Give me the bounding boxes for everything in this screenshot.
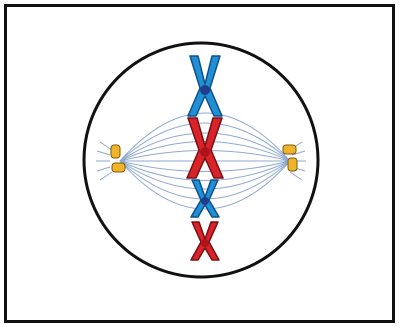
centromere [201,239,209,247]
centriole [112,163,125,172]
centromere [201,197,209,205]
centromere [200,85,210,95]
centromere [200,147,210,157]
centriole [283,145,296,154]
centriole [111,145,120,158]
centriole [288,158,297,171]
